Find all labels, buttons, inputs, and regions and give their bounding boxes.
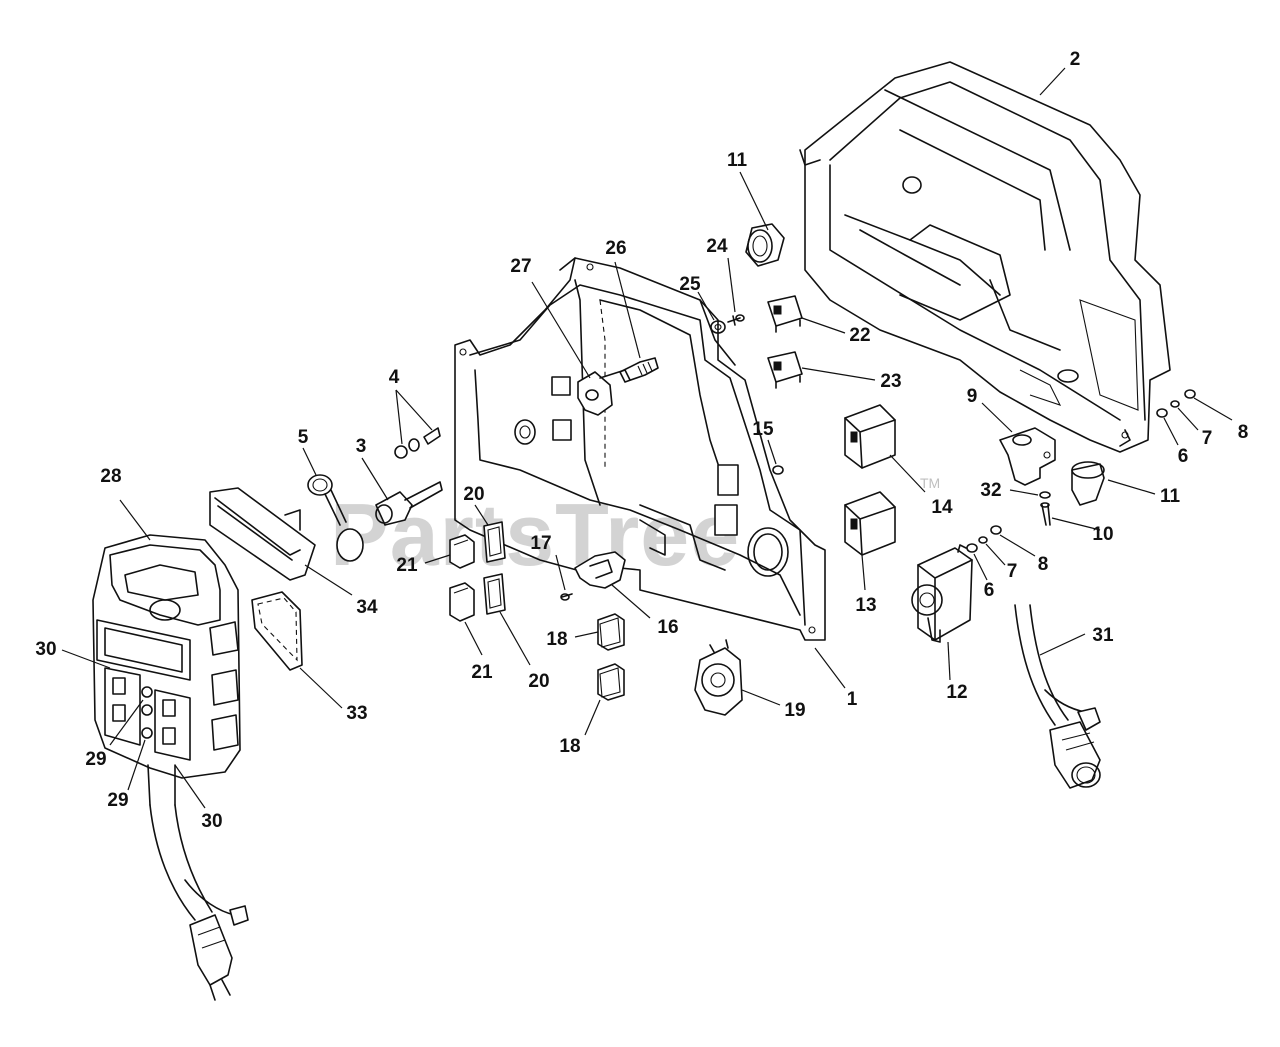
part-25-washer xyxy=(697,291,726,334)
leader-2 xyxy=(1039,67,1066,96)
callout-18-upper: 18 xyxy=(546,629,567,650)
callout-23: 23 xyxy=(880,371,901,392)
callout-6-upper: 6 xyxy=(1178,446,1189,467)
part-22-switch xyxy=(767,295,846,334)
callout-11-top: 11 xyxy=(727,150,748,171)
callout-33: 33 xyxy=(346,703,367,724)
parts-6-7-8-upper xyxy=(1156,389,1233,446)
callout-8-upper: 8 xyxy=(1238,422,1249,443)
leader-30-lower xyxy=(174,764,206,809)
part-21-boot-upper xyxy=(424,534,475,569)
part-32-washer xyxy=(1009,489,1051,499)
part-18-cover-lower xyxy=(584,663,625,736)
callout-21-upper: 21 xyxy=(396,555,418,576)
part-2-housing xyxy=(799,61,1171,453)
callout-21-lower: 21 xyxy=(471,662,493,683)
callout-32: 32 xyxy=(980,480,1001,501)
callout-20-upper: 20 xyxy=(463,484,484,505)
callout-26: 26 xyxy=(605,238,626,259)
part-9-bracket xyxy=(981,402,1056,486)
callout-19: 19 xyxy=(784,700,805,721)
part-14-breaker xyxy=(844,404,926,493)
part-12-receptacle xyxy=(911,544,973,681)
callout-34: 34 xyxy=(356,597,378,618)
callout-14: 14 xyxy=(931,497,953,518)
callout-27: 27 xyxy=(510,256,531,277)
callout-7-upper: 7 xyxy=(1202,428,1213,449)
leader-1 xyxy=(814,647,846,689)
part-4-hardware xyxy=(394,389,441,459)
part-23-switch xyxy=(767,351,876,389)
callout-25: 25 xyxy=(679,274,701,295)
outlet-panel-cords xyxy=(147,764,249,1001)
part-5-cap xyxy=(302,447,364,562)
callout-7-lower: 7 xyxy=(1007,561,1018,582)
callout-6-lower: 6 xyxy=(984,580,995,601)
callout-28: 28 xyxy=(100,466,121,487)
callout-4: 4 xyxy=(389,367,400,388)
leader-29-upper xyxy=(109,699,144,746)
callout-17: 17 xyxy=(530,533,551,554)
callout-20-lower: 20 xyxy=(528,671,549,692)
callout-labels: 2 11 26 24 27 25 22 23 4 9 8 7 5 15 6 1 … xyxy=(35,49,1248,832)
part-15-nut xyxy=(767,439,784,475)
part-28-outlet-panel xyxy=(92,499,241,779)
callout-24: 24 xyxy=(706,236,728,257)
part-16-clip xyxy=(574,551,651,619)
part-13-breaker xyxy=(844,491,896,591)
callout-2: 2 xyxy=(1070,49,1081,70)
callout-15: 15 xyxy=(752,419,774,440)
callout-9: 9 xyxy=(967,386,978,407)
callout-13: 13 xyxy=(855,595,876,616)
callout-3-label: 3 xyxy=(356,436,367,457)
callout-16: 16 xyxy=(657,617,678,638)
callout-30-upper: 30 xyxy=(35,639,56,660)
callout-8-lower: 8 xyxy=(1038,554,1049,575)
part-20-bezel-upper xyxy=(474,504,506,563)
part-10-screw xyxy=(1040,502,1101,531)
part-11-knob-right xyxy=(1071,461,1156,506)
part-24-screw xyxy=(727,257,745,326)
part-20-bezel-lower xyxy=(483,573,531,666)
part-11-knob-top xyxy=(739,171,785,267)
callout-31: 31 xyxy=(1092,625,1114,646)
part-34-panel xyxy=(209,487,353,596)
callout-5: 5 xyxy=(298,427,309,448)
part-27-bracket xyxy=(531,281,631,416)
callout-22: 22 xyxy=(849,325,870,346)
part-18-cover-upper xyxy=(574,613,625,651)
part-21-boot-lower xyxy=(449,582,483,656)
parts-6-7-8-lower xyxy=(966,525,1036,581)
part-31-cord xyxy=(1014,604,1101,789)
part-19-receptacle xyxy=(694,639,781,716)
callout-30-lower: 30 xyxy=(201,811,222,832)
callout-29-lower: 29 xyxy=(107,790,128,811)
callout-11-right: 11 xyxy=(1160,486,1181,507)
watermark-trademark: TM xyxy=(920,475,940,491)
callout-12: 12 xyxy=(946,682,967,703)
part-26-spring xyxy=(614,261,659,383)
part-17-screw xyxy=(555,554,573,601)
part-3-fuse-holder xyxy=(361,457,443,526)
callout-29-upper-label: 29 xyxy=(85,749,106,770)
callout-1: 1 xyxy=(847,689,858,710)
callout-10: 10 xyxy=(1092,524,1113,545)
leader-29-lower xyxy=(127,739,146,791)
part-33-board xyxy=(251,591,343,709)
callout-18-lower: 18 xyxy=(559,736,580,757)
leader-30-upper xyxy=(61,649,111,669)
